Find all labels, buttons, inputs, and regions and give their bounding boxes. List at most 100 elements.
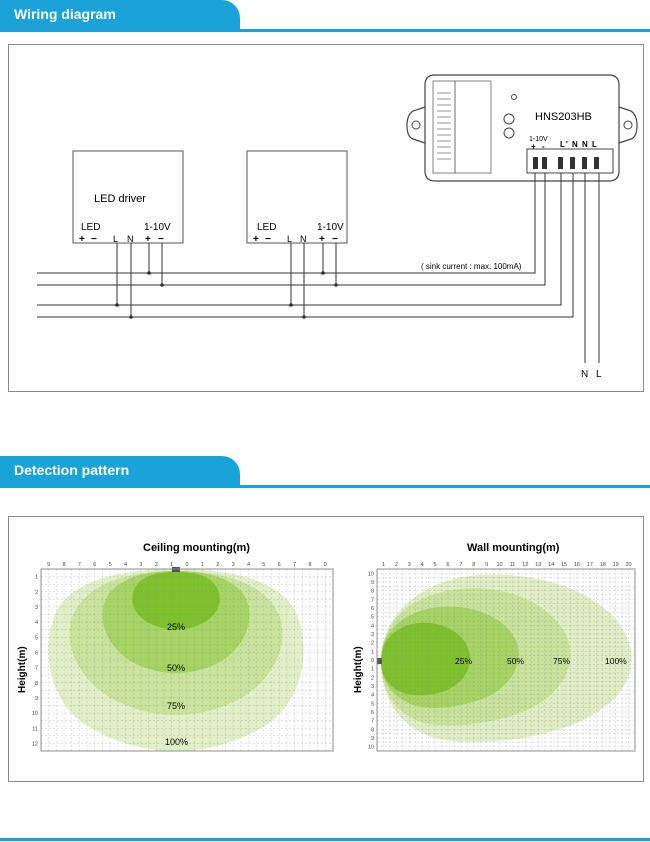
ceiling-x-tick: 2 bbox=[155, 562, 158, 568]
led-driver-2-pin-L: L bbox=[287, 234, 292, 244]
ceiling-x-tick: 3 bbox=[232, 562, 235, 568]
device-dim-minus: - bbox=[542, 142, 545, 151]
ceiling-y-tick: 4 bbox=[35, 620, 38, 626]
ceiling-y-tick: 12 bbox=[32, 741, 38, 747]
led-driver-1-led-label: LED bbox=[81, 222, 100, 233]
ceiling-x-tick: 1 bbox=[170, 562, 173, 568]
wiring-diagram: LED driver LED 1-10V + − L N + − LED 1-1… bbox=[37, 74, 638, 380]
device-dim-label: 1-10V bbox=[529, 136, 548, 143]
ceiling-y-tick: 10 bbox=[32, 711, 38, 717]
device-dim-plus: + bbox=[531, 142, 536, 151]
ceiling-zone-25 bbox=[132, 572, 220, 630]
ceiling-title: Ceiling mounting(m) bbox=[143, 542, 250, 554]
wall-y-tick: 3 bbox=[371, 632, 374, 638]
wall-y-tick: 1 bbox=[371, 649, 374, 655]
wall-sensor-icon bbox=[377, 658, 382, 664]
wall-x-tick: 2 bbox=[395, 562, 398, 568]
wall-zone-100-label: 100% bbox=[605, 656, 627, 666]
wall-y-tick: 8 bbox=[371, 589, 374, 595]
wiring-lines bbox=[37, 173, 600, 363]
ceiling-x-tick: 8 bbox=[63, 562, 66, 568]
wall-x-tick: 10 bbox=[496, 562, 502, 568]
ceiling-ylabel: Height(m) bbox=[17, 646, 28, 693]
led-driver-1-pin-minus: − bbox=[91, 234, 97, 245]
wall-x-tick: 12 bbox=[522, 562, 528, 568]
wall-y-tick: 5 bbox=[371, 701, 374, 707]
wall-zone-75-label: 75% bbox=[553, 656, 570, 666]
led-driver-2-box bbox=[246, 150, 348, 244]
wall-y-tick: 1 bbox=[371, 667, 374, 673]
wiring-section-tab: Wiring diagram bbox=[0, 0, 240, 29]
wall-y-tick: 4 bbox=[371, 623, 374, 629]
led-driver-2-pin-dim-plus: + bbox=[319, 234, 325, 245]
wall-y-tick: 5 bbox=[371, 615, 374, 621]
wall-x-tick: 15 bbox=[561, 562, 567, 568]
wall-y-tick: 10 bbox=[368, 571, 374, 577]
detection-section-tab: Detection pattern bbox=[0, 456, 240, 485]
wall-x-tick: 7 bbox=[459, 562, 462, 568]
ceiling-zone-100-label: 100% bbox=[165, 737, 188, 747]
ceiling-zone-75-label: 75% bbox=[167, 701, 185, 711]
led-driver-1-pin-dim-minus: − bbox=[158, 234, 164, 245]
ceiling-x-tick: 5 bbox=[109, 562, 112, 568]
wall-y-tick: 9 bbox=[371, 580, 374, 586]
wall-x-tick: 19 bbox=[613, 562, 619, 568]
wiring-diagram-panel: LED driver LED 1-10V + − L N + − LED 1-1… bbox=[8, 44, 644, 392]
wall-x-tick: 5 bbox=[434, 562, 437, 568]
wall-x-tick: 11 bbox=[510, 562, 516, 568]
ceiling-grid-overlay bbox=[40, 568, 334, 752]
wall-y-tick: 4 bbox=[371, 693, 374, 699]
led-driver-2-pin-N: N bbox=[300, 234, 307, 244]
detection-section-header: Detection pattern bbox=[0, 456, 650, 488]
wall-x-tick: 18 bbox=[600, 562, 606, 568]
ceiling-x-tick: 7 bbox=[293, 562, 296, 568]
ceiling-x-tick: 9 bbox=[47, 562, 50, 568]
hns203hb-sensor bbox=[406, 74, 638, 182]
wall-x-tick: 17 bbox=[587, 562, 593, 568]
detection-section-title: Detection pattern bbox=[14, 462, 130, 478]
led-driver-2-pin-dim-minus: − bbox=[332, 234, 338, 245]
wall-y-tick: 2 bbox=[371, 675, 374, 681]
detection-section-rule bbox=[0, 485, 650, 488]
wall-x-tick: 9 bbox=[485, 562, 488, 568]
ceiling-sensor-icon bbox=[172, 567, 180, 572]
ceiling-x-tick: 6 bbox=[278, 562, 281, 568]
ceiling-y-tick: 2 bbox=[35, 590, 38, 596]
ceiling-x-tick: 7 bbox=[78, 562, 81, 568]
led-driver-2-led-label: LED bbox=[257, 222, 276, 233]
wall-x-tick: 1 bbox=[382, 562, 385, 568]
ceiling-x-tick: 4 bbox=[247, 562, 250, 568]
wall-y-tick: 7 bbox=[371, 597, 374, 603]
wiring-section-rule bbox=[0, 29, 650, 32]
wall-ylabel: Height(m) bbox=[353, 646, 364, 693]
ceiling-x-tick: 5 bbox=[262, 562, 265, 568]
ceiling-y-tick: 9 bbox=[35, 696, 38, 702]
ceiling-x-tick: 9 bbox=[324, 562, 327, 568]
wall-y-tick: 7 bbox=[371, 719, 374, 725]
wall-y-tick: 6 bbox=[371, 606, 374, 612]
wiring-section-header: Wiring diagram bbox=[0, 0, 650, 32]
wall-grid-overlay bbox=[376, 568, 636, 752]
ceiling-y-tick: 6 bbox=[35, 650, 38, 656]
wall-y-tick: 8 bbox=[371, 727, 374, 733]
wall-zone-25 bbox=[381, 622, 470, 696]
wall-zone-50-label: 50% bbox=[507, 656, 524, 666]
wall-y-tick: 2 bbox=[371, 641, 374, 647]
ceiling-x-tick: 8 bbox=[308, 562, 311, 568]
wall-x-tick: 6 bbox=[446, 562, 449, 568]
ceiling-x-tick: 1 bbox=[201, 562, 204, 568]
ceiling-y-tick: 11 bbox=[32, 726, 38, 732]
ceiling-y-tick: 3 bbox=[35, 605, 38, 611]
wall-x-tick: 20 bbox=[625, 562, 631, 568]
led-driver-1-pin-N: N bbox=[127, 234, 134, 244]
led-driver-1-pin-dim-plus: + bbox=[145, 234, 151, 245]
wall-y-tick: 3 bbox=[371, 684, 374, 690]
input-L-label: L bbox=[596, 369, 602, 380]
led-driver-1-pin-plus: + bbox=[79, 234, 85, 245]
